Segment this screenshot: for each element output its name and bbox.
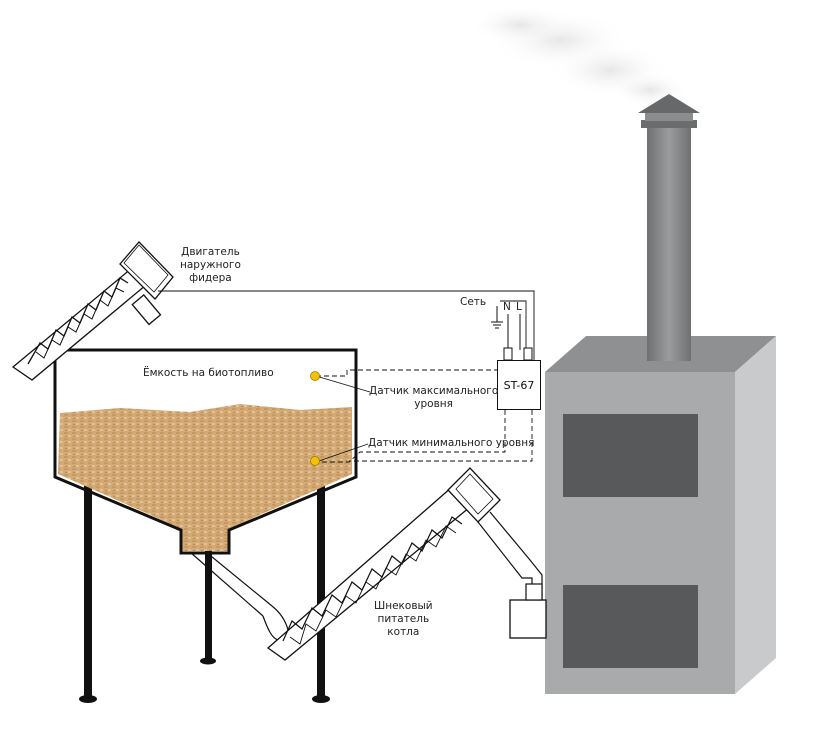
min-level-sensor	[310, 456, 320, 466]
smoke	[470, 5, 690, 108]
motor-label-line1: Двигатель	[181, 246, 240, 258]
motor-label: Двигатель наружного фидера	[180, 246, 241, 285]
auger-label-line3: котла	[387, 626, 420, 639]
outer-feeder	[11, 241, 174, 381]
network-label: Сеть	[460, 296, 487, 308]
auger-label-line1: Шнековый	[374, 600, 433, 612]
max-level-sensor	[310, 371, 320, 381]
boiler-auger	[189, 467, 547, 661]
auger-label-line2: питатель	[377, 613, 430, 626]
auger-label: Шнековый питатель котла	[374, 600, 433, 639]
boiler-lower-door	[563, 585, 698, 668]
l-label: L	[516, 301, 522, 313]
controller-label: ST-67	[503, 378, 535, 392]
pellets	[58, 404, 352, 551]
max-sensor-label-line1: Датчик максимального	[369, 385, 499, 397]
boiler-upper-door	[563, 414, 698, 497]
motor	[119, 241, 174, 300]
n-label: N	[503, 301, 511, 313]
controller-st67: ST-67	[497, 360, 541, 410]
tank-outline	[53, 348, 358, 555]
wiring	[158, 290, 535, 463]
motor-label-line3: фидера	[189, 272, 232, 285]
boiler-feeder-box	[509, 599, 547, 639]
min-sensor-label: Датчик минимального уровня	[368, 437, 535, 449]
boiler	[545, 336, 776, 694]
max-sensor-label-line2: уровня	[414, 398, 453, 411]
tank-legs	[79, 484, 330, 703]
motor-label-line2: наружного	[180, 259, 241, 272]
chimney	[638, 94, 700, 361]
max-sensor-label: Датчик максимального уровня	[369, 385, 498, 411]
tank-label: Ёмкость на биотопливо	[143, 367, 274, 379]
